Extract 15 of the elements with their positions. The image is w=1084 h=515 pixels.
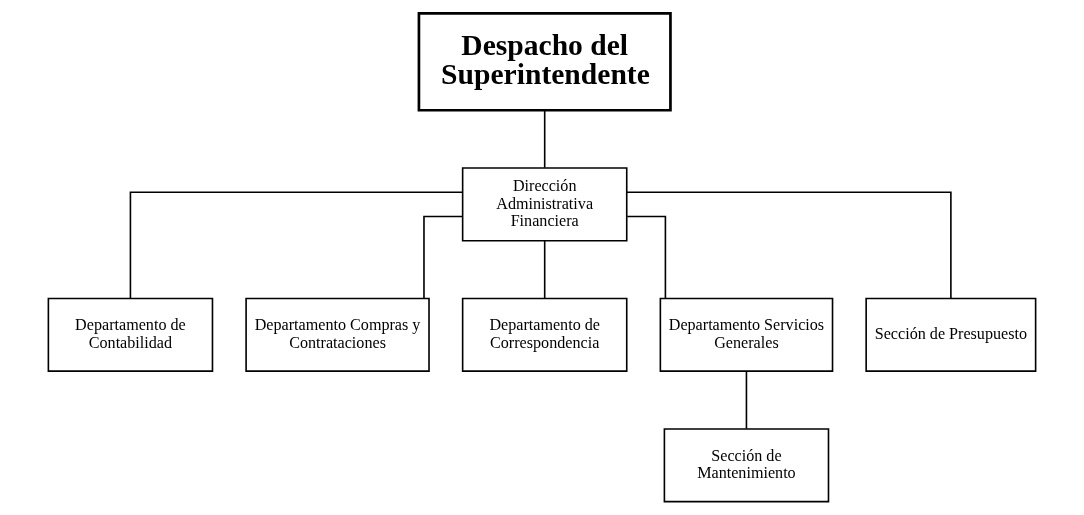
connector — [626, 215, 667, 299]
connector — [129, 191, 464, 300]
connector — [423, 215, 463, 299]
node-box: Departamento de Correspondencia — [461, 297, 628, 372]
connector — [745, 370, 748, 430]
node-box: Departamento de Contabilidad — [47, 297, 214, 372]
node-box: Departamento Servicios Generales — [659, 297, 834, 372]
node-box: Sección de Mantenimiento — [663, 428, 830, 503]
connector — [543, 239, 546, 300]
node-box: Sección de Presupuesto — [865, 297, 1037, 372]
node-box: Despacho del Superintendente — [417, 12, 672, 112]
connector — [543, 109, 546, 169]
connector — [626, 191, 952, 300]
node-box: Dirección Administrativa Financiera — [461, 167, 628, 242]
node-box: Departamento Compras y Contrataciones — [245, 297, 430, 372]
